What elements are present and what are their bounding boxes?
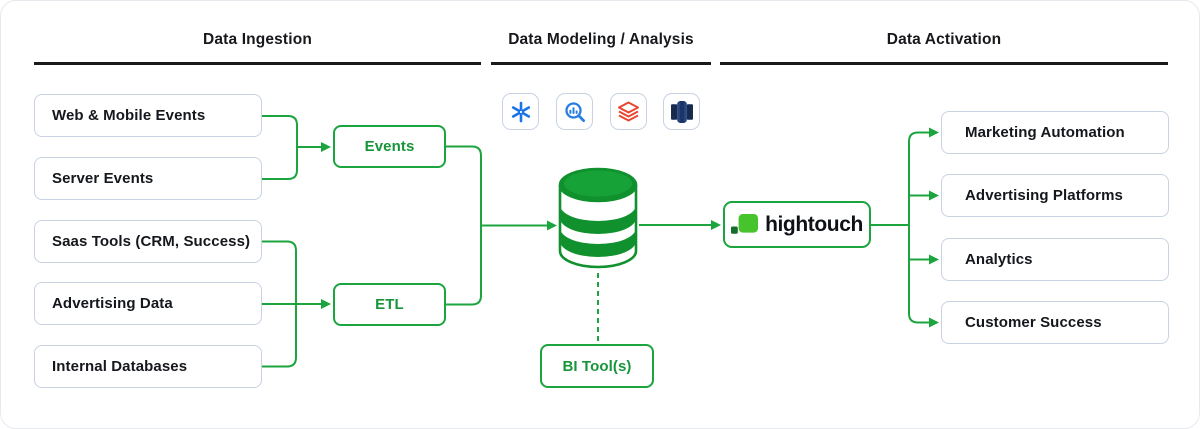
- source-saas-tools: Saas Tools (CRM, Success): [34, 220, 262, 263]
- hightouch-wordmark: hightouch: [765, 212, 863, 236]
- arrowheads: [321, 127, 939, 328]
- source-web-mobile-events: Web & Mobile Events: [34, 94, 262, 137]
- hightouch-node: hightouch: [723, 201, 871, 248]
- redshift-icon: [670, 100, 693, 123]
- etl-node: ETL: [333, 283, 446, 326]
- bigquery-tile: [556, 93, 593, 130]
- redshift-tile: [663, 93, 700, 130]
- destination-marketing-automation: Marketing Automation: [941, 111, 1169, 154]
- section-underline-modeling: [491, 62, 711, 65]
- data-warehouse-icon: [558, 167, 638, 269]
- snowflake-tile: [502, 93, 539, 130]
- section-underline-activation: [720, 62, 1168, 65]
- bi-tools-node: BI Tool(s): [540, 344, 654, 388]
- hightouch-logo-icon: [731, 214, 759, 234]
- databricks-tile: [610, 93, 647, 130]
- databricks-icon: [618, 101, 639, 121]
- source-internal-databases: Internal Databases: [34, 345, 262, 388]
- snowflake-icon: [511, 101, 530, 122]
- bigquery-icon: [564, 101, 585, 122]
- section-underline-ingestion: [34, 62, 481, 65]
- section-title-data-ingestion: Data Ingestion: [203, 31, 312, 48]
- destination-analytics: Analytics: [941, 238, 1169, 281]
- section-title-data-activation: Data Activation: [886, 31, 1002, 48]
- destination-customer-success: Customer Success: [941, 301, 1169, 344]
- events-node: Events: [333, 125, 446, 168]
- source-advertising-data: Advertising Data: [34, 282, 262, 325]
- section-title-data-modeling: Data Modeling / Analysis: [508, 31, 694, 48]
- destination-advertising-platforms: Advertising Platforms: [941, 174, 1169, 217]
- source-server-events: Server Events: [34, 157, 262, 200]
